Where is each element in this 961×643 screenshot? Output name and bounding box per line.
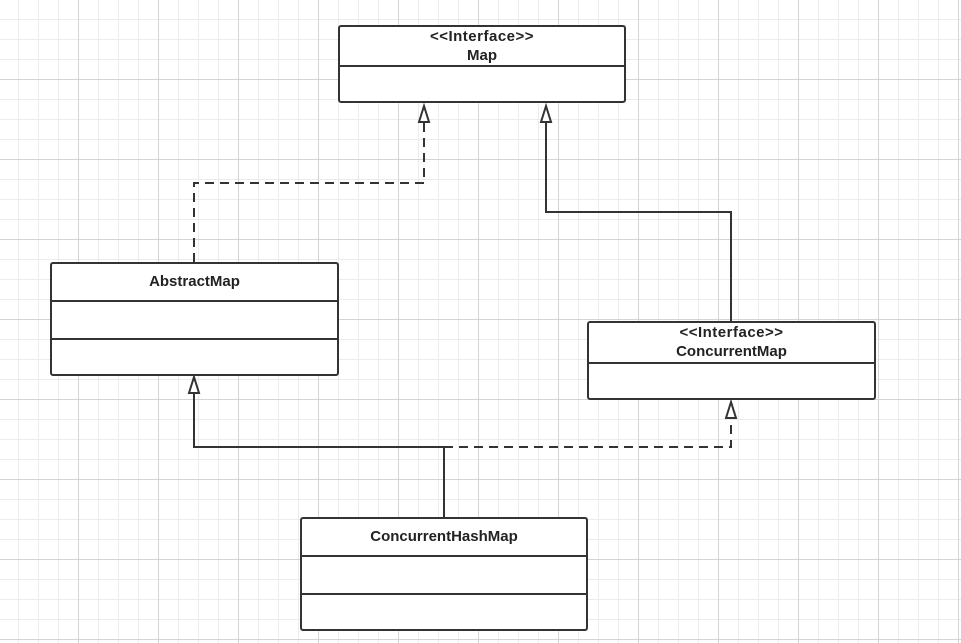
edge-abstractmap-to-map (193, 122, 425, 262)
class-name-concurrenthashmap: ConcurrentHashMap (370, 528, 518, 545)
stereotype-label: <<Interface>> (679, 324, 784, 341)
arrowhead-concurrenthashmap-to-abstractmap (187, 373, 201, 394)
class-header-concurrentmap: <<Interface>> ConcurrentMap (589, 323, 874, 362)
methods-section (52, 338, 337, 374)
arrowhead-concurrentmap-to-map (539, 102, 553, 123)
class-header-map: <<Interface>> Map (340, 27, 624, 65)
attributes-section (302, 555, 586, 593)
methods-section (302, 593, 586, 629)
class-header-concurrenthashmap: ConcurrentHashMap (302, 519, 586, 555)
class-box-map[interactable]: <<Interface>> Map (338, 25, 626, 103)
edge-concurrenthashmap-to-abstractmap (193, 393, 445, 517)
class-box-concurrenthashmap[interactable]: ConcurrentHashMap (300, 517, 588, 631)
arrowhead-concurrenthashmap-to-concurrentmap (724, 398, 738, 419)
edge-concurrentmap-to-map (545, 122, 732, 321)
attributes-section (589, 362, 874, 398)
edge-concurrenthashmap-to-concurrentmap (444, 418, 732, 448)
stereotype-label: <<Interface>> (429, 28, 535, 45)
class-name-map: Map (467, 47, 497, 64)
arrowhead-abstractmap-to-map (417, 102, 431, 123)
class-name-abstractmap: AbstractMap (149, 273, 240, 290)
class-header-abstractmap: AbstractMap (52, 264, 337, 300)
class-box-concurrentmap[interactable]: <<Interface>> ConcurrentMap (587, 321, 876, 400)
class-name-concurrentmap: ConcurrentMap (676, 343, 787, 360)
attributes-section (340, 65, 624, 101)
attributes-section (52, 300, 337, 338)
class-box-abstractmap[interactable]: AbstractMap (50, 262, 339, 376)
